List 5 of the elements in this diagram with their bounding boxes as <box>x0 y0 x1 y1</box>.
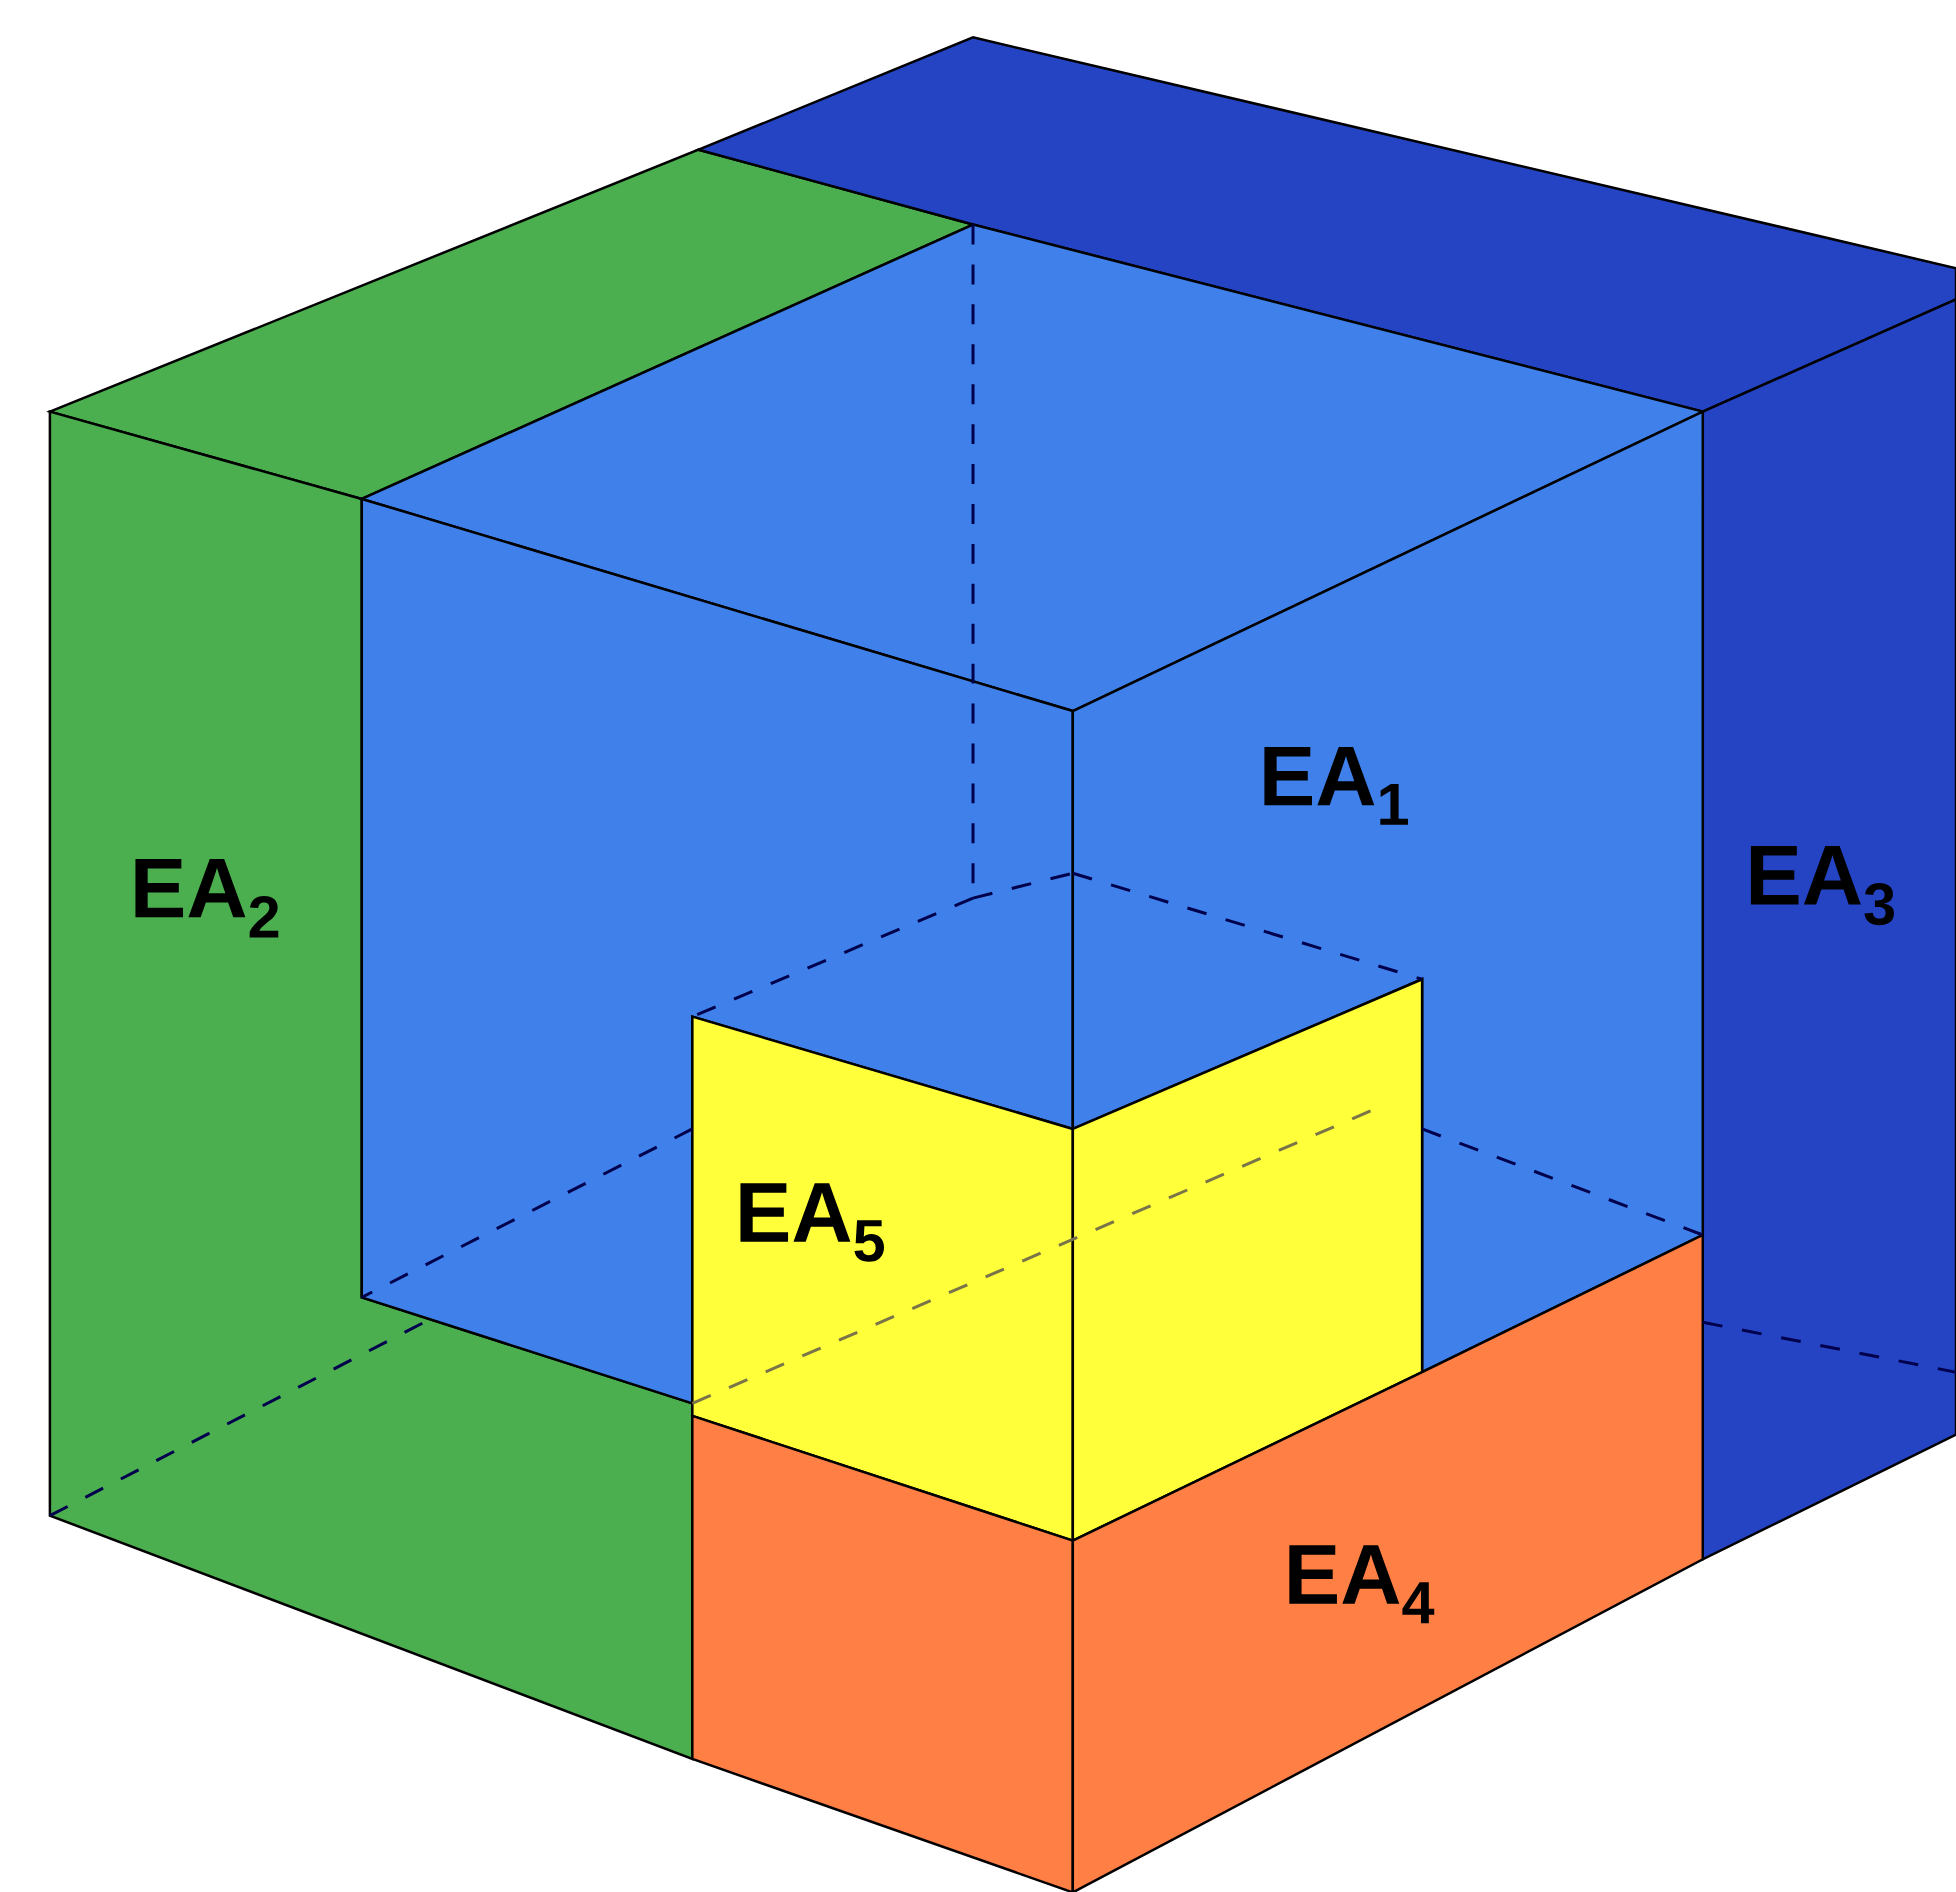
region-label: EA$_{3}$ <box>1750 845 1894 926</box>
region-label: EA$_{1}$ <box>1264 746 1408 825</box>
region-label: EA$_{4}$ <box>1289 1545 1435 1623</box>
region-label: EA$_{5}$ <box>740 1183 884 1262</box>
region-label: EA$_{2}$ <box>135 858 279 938</box>
